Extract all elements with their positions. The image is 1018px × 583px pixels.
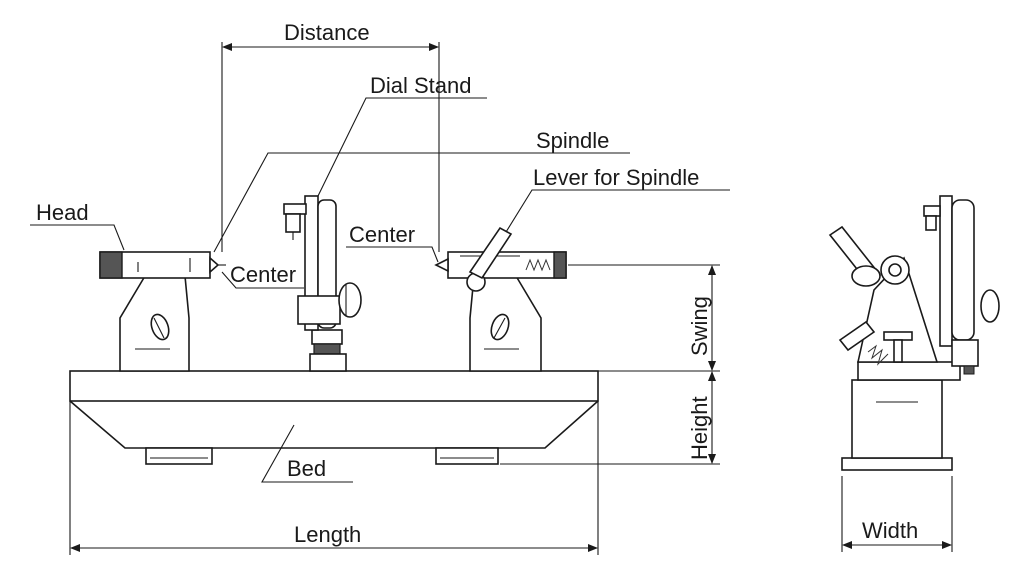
bed-label: Bed [287, 456, 326, 481]
tail-stock [434, 226, 567, 372]
length-label: Length [294, 522, 361, 547]
width-label: Width [862, 518, 918, 543]
height-label: Height [687, 396, 712, 460]
distance-dimension [221, 42, 440, 252]
center-label-left: Center [230, 262, 296, 287]
distance-label: Distance [284, 20, 370, 45]
spindle-label: Spindle [536, 128, 609, 153]
dial-stand-label: Dial Stand [370, 73, 472, 98]
swing-label: Swing [687, 296, 712, 356]
front-view [30, 42, 730, 555]
dial-stand-shape [283, 195, 362, 372]
bed-shape [69, 370, 599, 465]
length-dimension [69, 401, 599, 555]
swing-height-dimensions [500, 264, 720, 465]
side-view [828, 195, 1000, 552]
center-label-right: Center [349, 222, 415, 247]
head-label: Head [36, 200, 89, 225]
leader-lines [30, 97, 730, 483]
head-stock [99, 251, 226, 372]
lever-for-spindle-label: Lever for Spindle [533, 165, 699, 190]
